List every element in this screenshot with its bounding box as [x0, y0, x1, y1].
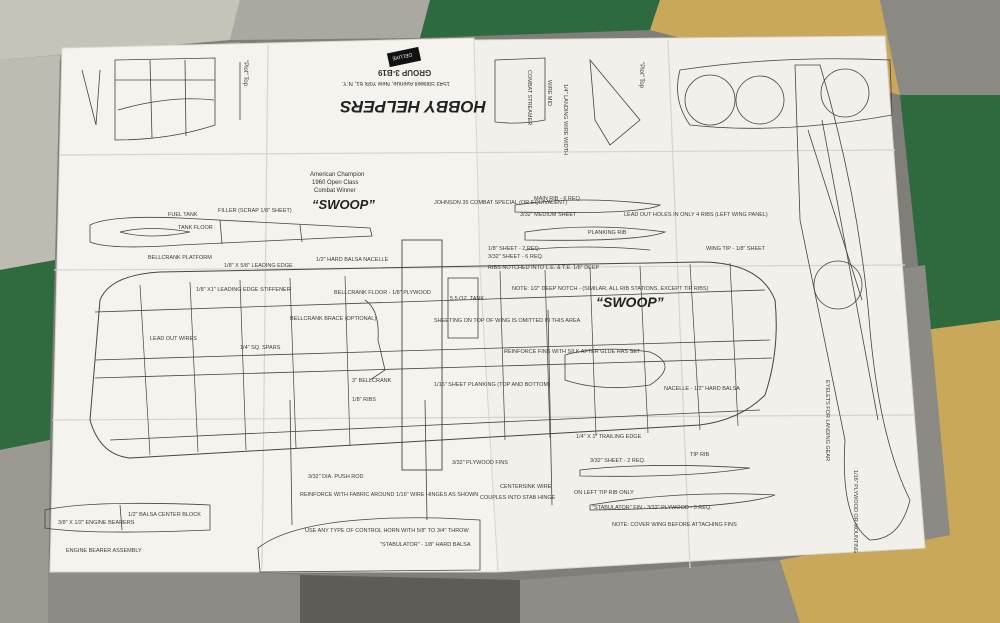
label-deep-notch: NOTE: 1/2" DEEP NOTCH - (SIMILAR, ALL RI… [512, 286, 709, 292]
label-le-stiffener: 1/8" X1" LEADING EDGE STIFFENER [196, 287, 291, 293]
label-sheet-6req: 3/32" SHEET - 6 REQ. [488, 254, 544, 260]
label-three-bellcrank: 3" BELLCRANK [352, 378, 392, 384]
label-medium-sheet: 3/32" MEDIUM SHEET [520, 212, 577, 218]
label-wire-mid: WIRE MID [546, 80, 552, 106]
paper-folds [51, 39, 916, 571]
label-ribs: 1/8" RIBS [352, 397, 376, 403]
label-wing-tip: WING TIP - 1/8" SHEET [706, 246, 766, 252]
plot-top-right-label: "Plot" Top [637, 62, 644, 88]
label-sq-spars: 1/4" SQ. SPARS [240, 345, 281, 351]
wing-model-name: “SWOOP” [596, 294, 664, 310]
label-control-horn: USE ANY TYPE OF CONTROL HORN WITH 5/8" T… [305, 528, 469, 534]
label-engine-bearers: 3/8" X 1/2" ENGINE BEARERS [58, 520, 135, 526]
label-nacelle: NACELLE - 1/2" HARD BALSA [664, 386, 740, 392]
deluxe-stamp [386, 46, 422, 68]
label-stab-fin: "STABULATOR" FIN - 3/32" PLYWOOD - 3 REQ… [592, 505, 712, 511]
title-line2: 1960 Open Class [312, 180, 359, 186]
label-johnson: JOHNSON 35 COMBAT SPECIAL (OR EQUIVALENT… [434, 200, 568, 206]
label-lead-out-holes: LEAD OUT HOLES IN ONLY 4 RIBS (LEFT WING… [624, 212, 768, 218]
label-combat-streamer: COMBAT STREAMER [526, 70, 532, 126]
company-title: HOBBY HELPERS [340, 97, 487, 116]
label-hard-balsa-nacelle: 1/2" HARD BALSA NACELLE [316, 257, 389, 263]
label-main-rib: MAIN RIB - 6 REQ. [534, 196, 582, 202]
label-bellcrank-brace: BELLCRANK BRACE (OPTIONAL) [290, 316, 377, 322]
label-tank-floor: TANK FLOOR [178, 225, 213, 231]
label-left-tip-rib: ON LEFT TIP RIB ONLY [574, 490, 634, 496]
plan-drawing [44, 57, 911, 573]
label-ribs-notched: RIBS NOTCHED INTO L.E. & T.E. 1/8" DEEP [488, 265, 600, 271]
label-filler: FILLER (SCRAP 1/8" SHEET) [218, 208, 292, 214]
title-line3: Combat Winner [314, 188, 356, 194]
label-sheet-2req-b: 3/32" SHEET - 2 REQ. [590, 458, 646, 464]
label-eyelets: EYELETS FOR LANDING GEAR [824, 380, 830, 461]
label-engine-assembly: ENGINE BEARER ASSEMBLY [66, 548, 142, 554]
label-reinforce-fins: REINFORCE FINS WITH SILK AFTER GLUE HAS … [504, 349, 641, 355]
plot-top-left-label: "Plot" Top [241, 60, 248, 86]
company-address: 1543 Stillwell Avenue, New York 61, N.Y. [342, 80, 450, 86]
label-tank: 5.5 OZ. TANK [450, 296, 485, 302]
label-fuel-tank: FUEL TANK [168, 212, 198, 218]
label-sheet-2req: 1/8" SHEET - 2 REQ. [488, 246, 541, 252]
label-planking-rib: PLANKING RIB [588, 230, 627, 236]
label-wing-tip-plate: 1/4" LANDING WIRE WIDTH [562, 84, 568, 156]
label-sheet-planking: 1/16" SHEET PLANKING (TOP AND BOTTOM) [434, 382, 550, 388]
label-couple-hinge: COUPLES INTO STAB HINGE [480, 495, 556, 501]
label-lead-out-wires: LEAD OUT WIRES [150, 336, 197, 342]
label-center-wire: CENTERSINK WIRE [500, 484, 552, 490]
label-bellcrank-platform: BELLCRANK PLATFORM [148, 255, 212, 261]
label-plywood-fins: 3/32" PLYWOOD FINS [452, 460, 508, 466]
label-tip-rib: TIP RIB [690, 452, 710, 458]
model-name: “SWOOP” [312, 197, 375, 212]
label-reinforce-fabric: REINFORCE WITH FABRIC AROUND 1/16" WIRE … [300, 492, 479, 498]
label-sheeting-note: SHEETING ON TOP OF WING IS OMITTED IN TH… [434, 318, 581, 324]
label-stabulator: "STABULATOR" - 1/8" HARD BALSA [380, 542, 471, 548]
title-line1: American Champion [310, 172, 365, 178]
label-le-sheet: 1/8" X 5/8" LEADING EDGE [224, 263, 293, 269]
group-label: GROUP 3-B19 [378, 68, 432, 77]
label-trailing-edge: 1/4" X 1" TRAILING EDGE [576, 434, 642, 440]
label-bellcrank-floor: BELLCRANK FLOOR - 1/8" PLYWOOD [334, 290, 431, 296]
label-push-rod: 3/32" DIA. PUSH ROD [308, 474, 364, 480]
label-mounting: 1/16" PLYWOOD OR MOUNTING [852, 470, 858, 554]
label-cover-note: NOTE: COVER WING BEFORE ATTACHING FINS [612, 522, 737, 528]
label-center-block: 1/2" BALSA CENTER BLOCK [128, 512, 201, 518]
